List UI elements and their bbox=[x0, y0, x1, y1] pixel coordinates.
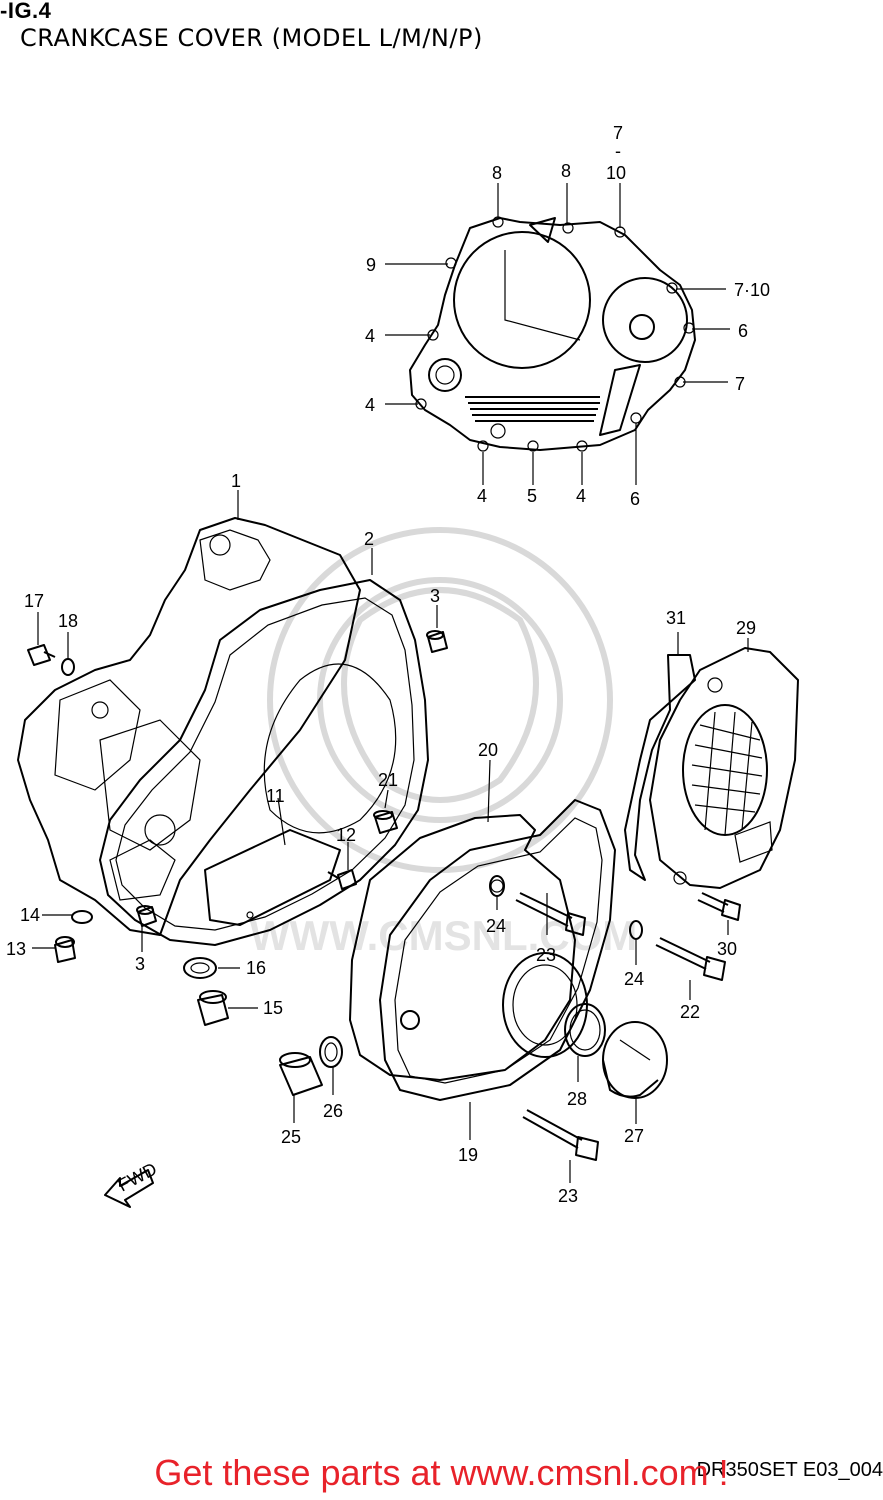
callout-7-top: 7 bbox=[613, 123, 623, 143]
oil-seal-16 bbox=[183, 957, 217, 979]
cap-27 bbox=[602, 1021, 668, 1099]
figure-number: -IG.4 bbox=[0, 0, 52, 23]
callout-12: 12 bbox=[336, 825, 356, 845]
callout-7: 7 bbox=[735, 374, 745, 394]
small-cover-11 bbox=[204, 829, 341, 926]
mesh-grille bbox=[691, 711, 763, 836]
cta-link[interactable]: Get these parts at www.cmsnl.com ! bbox=[0, 1452, 883, 1494]
fwd-arrow: FWD bbox=[104, 1159, 160, 1208]
callout-7-10-right: 7·10 bbox=[734, 280, 770, 300]
dowel-pin-lower bbox=[136, 905, 157, 927]
callout-21: 21 bbox=[378, 770, 398, 790]
callout-11: 11 bbox=[266, 786, 285, 806]
callout-6-b: 6 bbox=[630, 489, 640, 509]
callout-14: 14 bbox=[20, 905, 40, 925]
bolt-23-upper bbox=[515, 892, 586, 936]
diagram-title: CRANKCASE COVER (MODEL L/M/N/P) bbox=[20, 24, 483, 52]
callout-8-a: 8 bbox=[492, 163, 502, 183]
plug-25 bbox=[279, 1052, 323, 1096]
callout-31: 31 bbox=[666, 608, 686, 628]
callout-30: 30 bbox=[717, 939, 737, 959]
callout-29: 29 bbox=[736, 618, 756, 638]
crankcase-gasket bbox=[99, 579, 429, 946]
callout-15: 15 bbox=[263, 998, 283, 1018]
cooling-fins bbox=[465, 396, 600, 422]
callout-3-upper: 3 bbox=[430, 586, 440, 606]
washer-24-right bbox=[629, 920, 643, 940]
washer-24-left bbox=[489, 875, 505, 897]
callout-13: 13 bbox=[6, 939, 26, 959]
callout-17: 17 bbox=[24, 591, 44, 611]
drain-plug-13 bbox=[54, 936, 76, 963]
cover-gasket-31 bbox=[624, 654, 696, 881]
callout-2: 2 bbox=[364, 529, 374, 549]
callout-4-d: 4 bbox=[576, 486, 586, 506]
generator-gasket-20 bbox=[349, 814, 576, 1081]
callout-6-a: 6 bbox=[738, 321, 748, 341]
plug-15 bbox=[197, 990, 229, 1026]
callout-4-b: 4 bbox=[365, 395, 375, 415]
clutch-cover-upper bbox=[409, 216, 696, 452]
callout-26: 26 bbox=[323, 1101, 343, 1121]
callout-18: 18 bbox=[58, 611, 78, 631]
washer-26 bbox=[319, 1036, 343, 1068]
callout-19: 19 bbox=[458, 1145, 478, 1165]
callout-23-upper: 23 bbox=[536, 945, 556, 965]
bolt-30 bbox=[697, 892, 741, 921]
callout-24-right: 24 bbox=[624, 969, 644, 989]
callout-4-c: 4 bbox=[477, 486, 487, 506]
callout-1: 1 bbox=[231, 471, 241, 491]
callout-24-left: 24 bbox=[486, 916, 506, 936]
callout-3-lower: 3 bbox=[135, 954, 145, 974]
callout-27: 27 bbox=[624, 1126, 644, 1146]
washer-18 bbox=[61, 658, 75, 676]
callout-5: 5 bbox=[527, 486, 537, 506]
watermark-text: WWW.CMSNL.COM bbox=[250, 912, 637, 959]
dowel-pin-21 bbox=[373, 810, 398, 834]
callout-23-lower: 23 bbox=[558, 1186, 578, 1206]
callout-20: 20 bbox=[478, 740, 498, 760]
side-cover-29 bbox=[649, 647, 799, 889]
callout-22: 22 bbox=[680, 1002, 700, 1022]
bolt-22 bbox=[655, 937, 726, 981]
callout-7-top-dash: - bbox=[615, 141, 621, 161]
callout-8-b: 8 bbox=[561, 161, 571, 181]
drawing-code: DR350SET E03_004 bbox=[692, 1459, 883, 1482]
bolt-23-lower bbox=[522, 1109, 599, 1161]
cta-text[interactable]: Get these parts at www.cmsnl.com ! bbox=[154, 1452, 729, 1493]
bolt-17 bbox=[27, 644, 56, 666]
callout-16: 16 bbox=[246, 958, 266, 978]
callout-10-top: 10 bbox=[606, 163, 626, 183]
callout-labels: 1 2 3 3 4 4 4 4 5 6 6 7 7 - 10 7·10 8 8 … bbox=[6, 123, 770, 1206]
leader-lines bbox=[32, 183, 749, 1183]
fwd-label: FWD bbox=[114, 1159, 160, 1196]
washer-14 bbox=[71, 910, 93, 924]
dowel-pin-upper bbox=[426, 630, 448, 653]
bolt-12 bbox=[327, 869, 357, 890]
crankcase-body bbox=[17, 517, 361, 936]
o-ring-28 bbox=[564, 1003, 606, 1057]
callout-28: 28 bbox=[567, 1089, 587, 1109]
callout-9: 9 bbox=[366, 255, 376, 275]
callout-4-a: 4 bbox=[365, 326, 375, 346]
callout-25: 25 bbox=[281, 1127, 301, 1147]
